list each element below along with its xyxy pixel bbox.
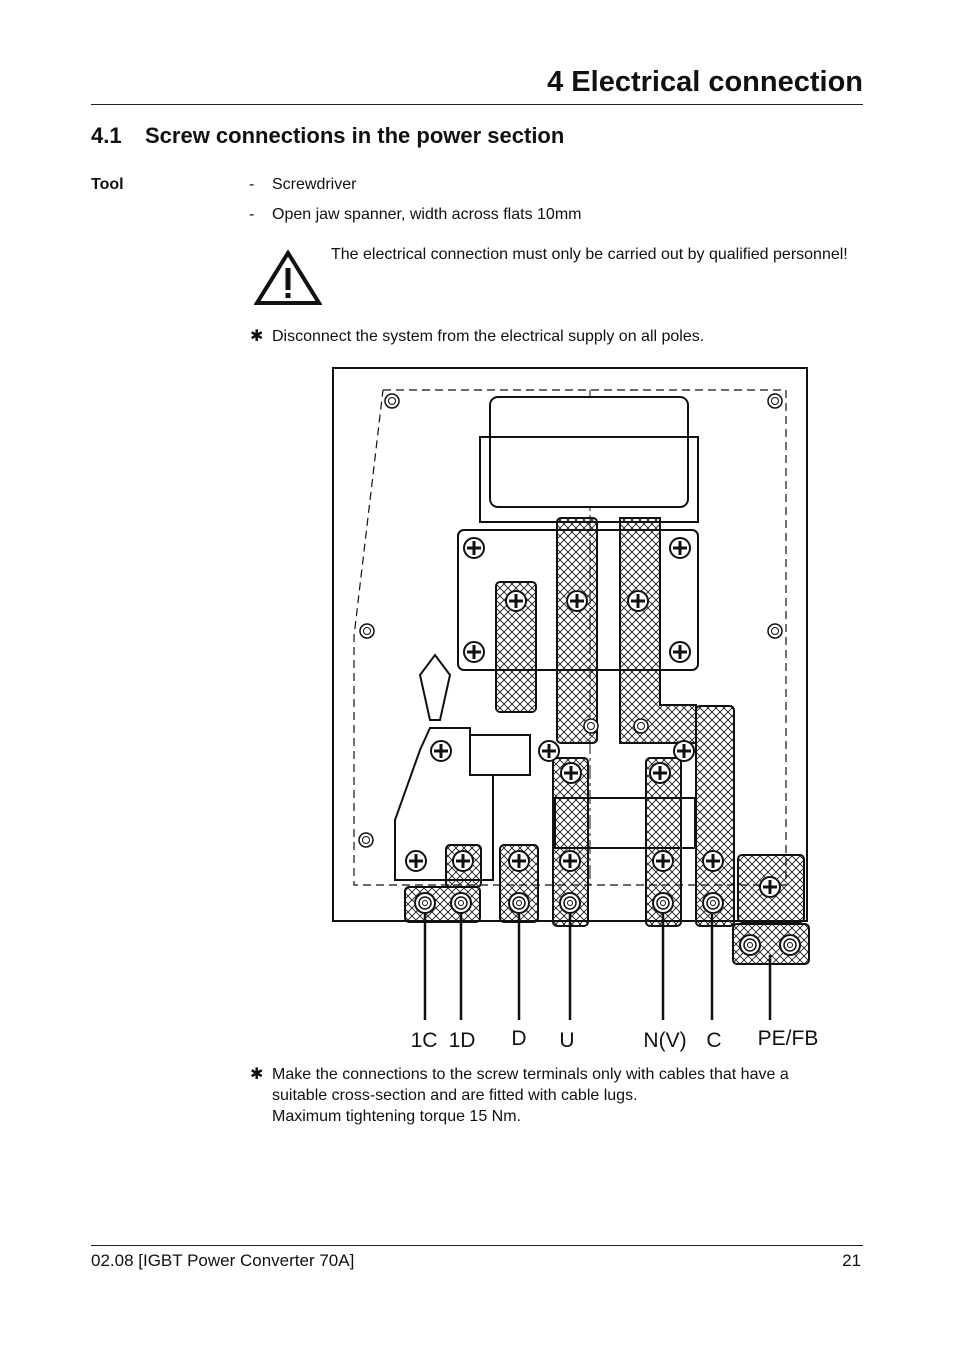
step-marker: ✱ <box>250 328 264 345</box>
terminal-label-u: U <box>559 1029 574 1052</box>
step-text: Make the connections to the screw termin… <box>272 1064 789 1127</box>
step-line: Maximum tightening torque 15 Nm. <box>272 1108 521 1125</box>
warning-text: The electrical connection must only be c… <box>331 246 848 263</box>
step-line: suitable cross-section and are fitted wi… <box>272 1087 638 1104</box>
step-marker: ✱ <box>250 1066 264 1083</box>
page-number: 21 <box>842 1251 861 1270</box>
chapter-title: 4 Electrical connection <box>547 66 863 98</box>
step-text: Disconnect the system from the electrica… <box>272 328 705 345</box>
footer-document-info: 02.08 [IGBT Power Converter 70A] <box>91 1251 355 1270</box>
section-heading: 4.1 Screw connections in the power sectio… <box>91 123 564 149</box>
tool-item-text: Open jaw spanner, width across flats 10m… <box>272 206 582 223</box>
terminal-label-1c: 1C <box>411 1029 438 1052</box>
terminal-diagram: 1C 1D D U N(V) C PE/FB <box>330 365 830 1070</box>
bullet: - <box>249 206 255 223</box>
header-divider <box>91 104 863 105</box>
step-line: Make the connections to the screw termin… <box>272 1066 789 1083</box>
section-number: 4.1 <box>91 123 122 148</box>
section-title: Screw connections in the power section <box>145 123 565 148</box>
footer-divider <box>91 1245 863 1246</box>
tool-item-text: Screwdriver <box>272 176 357 193</box>
bullet: - <box>249 176 255 193</box>
tool-label: Tool <box>91 176 124 193</box>
terminal-label-1d: 1D <box>449 1029 476 1052</box>
warning-triangle-icon <box>253 249 323 311</box>
terminal-label-pe-fb: PE/FB <box>758 1027 819 1050</box>
terminal-label-c: C <box>706 1029 721 1052</box>
terminal-label-nv: N(V) <box>643 1029 686 1052</box>
terminal-label-d: D <box>511 1027 526 1050</box>
